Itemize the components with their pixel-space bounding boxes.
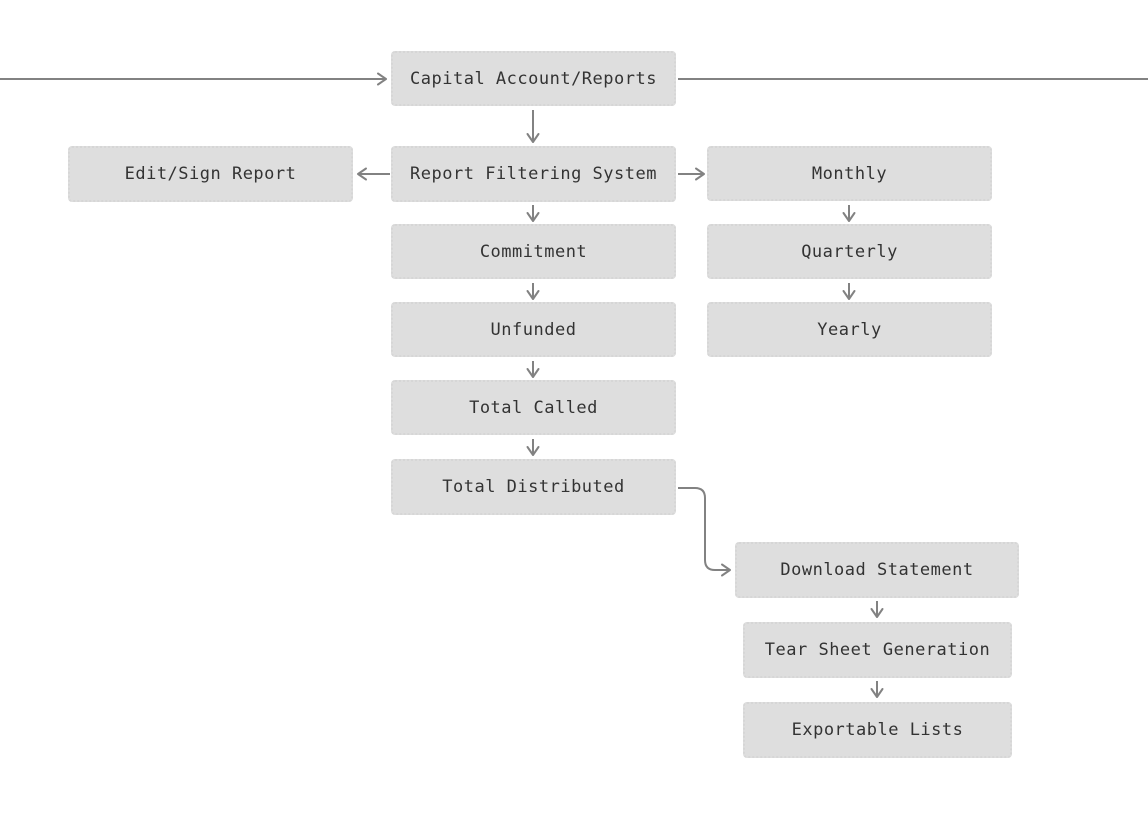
- node-total-distributed: Total Distributed: [391, 459, 676, 515]
- node-tear-sheet-generation: Tear Sheet Generation: [743, 622, 1012, 678]
- node-edit-sign-report: Edit/Sign Report: [68, 146, 353, 202]
- node-label: Commitment: [479, 241, 588, 262]
- node-label: Total Called: [469, 397, 598, 418]
- node-label: Monthly: [811, 163, 888, 184]
- node-download-statement: Download Statement: [735, 542, 1019, 598]
- node-label: Capital Account/Reports: [410, 68, 657, 89]
- node-label: Tear Sheet Generation: [764, 640, 991, 660]
- node-commitment: Commitment: [391, 224, 676, 279]
- node-label: Yearly: [817, 319, 882, 340]
- node-label: Edit/Sign Report: [124, 164, 297, 184]
- edge-total-distributed-to-download: [678, 487, 731, 577]
- node-exportable-lists: Exportable Lists: [743, 702, 1012, 758]
- node-label: Unfunded: [490, 319, 577, 340]
- node-label: Total Distributed: [442, 477, 625, 497]
- node-total-called: Total Called: [391, 380, 676, 435]
- node-monthly: Monthly: [707, 146, 992, 201]
- node-capital-account-reports: Capital Account/Reports: [391, 51, 676, 106]
- node-quarterly: Quarterly: [707, 224, 992, 279]
- node-label: Report Filtering System: [410, 164, 657, 184]
- node-unfunded: Unfunded: [391, 302, 676, 357]
- node-label: Quarterly: [801, 241, 898, 262]
- node-yearly: Yearly: [707, 302, 992, 357]
- node-label: Download Statement: [780, 560, 974, 580]
- node-label: Exportable Lists: [791, 720, 964, 740]
- node-report-filtering-system: Report Filtering System: [391, 146, 676, 202]
